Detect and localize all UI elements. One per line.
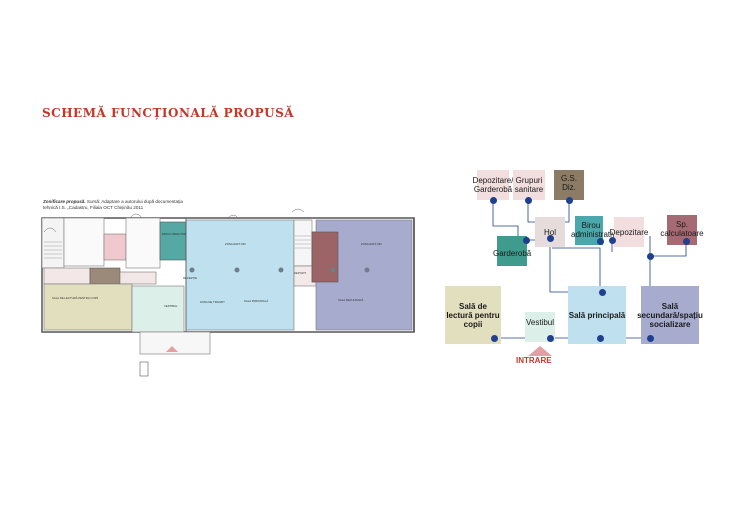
entrance-label: INTRARE	[516, 356, 552, 365]
plan-caption: Zonificare propusă. Sursă: Adaptare a au…	[43, 199, 193, 210]
plan-label-receptie: RECEPȚIE	[183, 276, 197, 280]
node-gs-diz: G.S. Diz.	[554, 170, 584, 200]
node-grupuri-sanitare: Grupuri sanitare	[513, 170, 545, 200]
stair-steps-mid	[295, 235, 311, 249]
connector-dot	[565, 196, 573, 204]
node-vestibul: Vestibul	[525, 312, 555, 342]
plan-label-sala-lectura: SALA DE LECTURĂ PENTRU COPII	[52, 296, 99, 300]
node-hol: Hol	[535, 217, 565, 247]
plan-room-hol	[119, 271, 157, 285]
plan-label-vestibul: VESTIBUL	[164, 304, 178, 308]
connector-dot	[524, 196, 532, 204]
plan-porch	[139, 331, 211, 355]
connector-dot	[546, 234, 554, 242]
node-garderoba: Garderobă	[493, 236, 531, 266]
stair-steps-left	[44, 241, 62, 259]
plan-label-zona-rafturi-1: ZONA RAFTURI	[225, 242, 246, 246]
connector-dot	[646, 252, 654, 260]
node-sala-lectura-copii: Sală de lectură pentru copii	[445, 286, 501, 344]
plan-label-sala-secundara: SALA SECUNDARĂ	[338, 298, 364, 302]
connector-dot	[608, 236, 616, 244]
plan-label-birou: BIROU DIRECTOR	[162, 232, 187, 236]
connector-dot	[598, 288, 606, 296]
plan-vestibul	[131, 285, 185, 333]
connector-dot	[682, 237, 690, 245]
plan-label-zona-rafturi-2: ZONA RAFTURI	[361, 242, 382, 246]
plan-sala-principala	[185, 219, 295, 331]
plan-sala-lectura	[43, 283, 133, 331]
caption-text: Sursă: Adaptare a autorului după documen…	[43, 199, 183, 210]
connector-dot	[522, 236, 530, 244]
plan-room-small-1	[63, 217, 105, 267]
caption-lead: Zonificare propusă.	[43, 199, 86, 204]
plan-label-sala-principala: SALA PRINCIPALĂ	[244, 299, 269, 303]
plan-columns	[189, 267, 370, 273]
node-sp-calculatoare: Sp. calculatoare	[660, 215, 704, 245]
plan-entrance-arrow	[166, 346, 178, 352]
birou-administrativ-label: Birou administrativ	[571, 221, 616, 239]
node-depozitare: Depozitare	[610, 217, 648, 247]
page-title: SCHEMĂ FUNCȚIONALĂ PROPUSĂ	[42, 106, 295, 120]
node-depozitare-garderoba: Depozitare/ Garderobă	[473, 170, 513, 200]
plan-stair-exit	[139, 361, 149, 377]
node-sala-principala: Sală principală	[568, 286, 626, 344]
entrance-arrow-icon	[528, 346, 552, 356]
connector-dot	[546, 334, 554, 342]
connector-dot	[489, 196, 497, 204]
connector-dot	[596, 237, 604, 245]
connector-dot	[646, 334, 654, 342]
node-birou-administrativ: Birou administrativ	[571, 216, 616, 245]
sp-calculatoare-label: Sp. calculatoare	[660, 220, 704, 238]
node-sala-secundara: Sală secundară/spațiu socializare	[637, 286, 703, 344]
plan-doors	[43, 208, 305, 233]
plan-label-depozit: DEPOZIT	[294, 271, 307, 275]
connector-dot	[596, 334, 604, 342]
garderoba-label: Garderobă	[493, 249, 532, 258]
connector-dot	[490, 334, 498, 342]
plan-label-zona-tranzit: ZONA DE TRANZIT	[200, 300, 225, 304]
plan-room-birou	[159, 221, 187, 261]
plan-sp-calc-overlay	[311, 231, 339, 283]
